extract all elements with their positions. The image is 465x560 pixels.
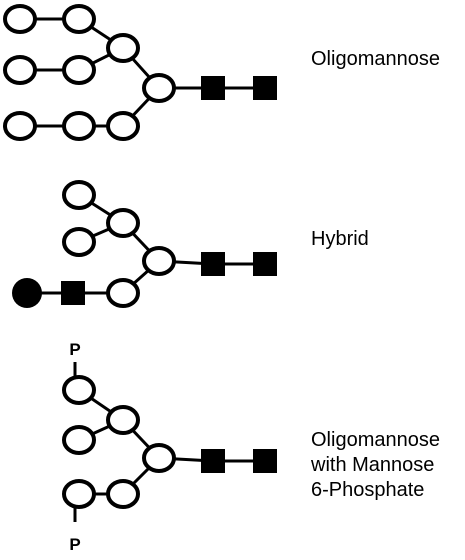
oligomannose-mannose-circle-a3: [106, 33, 140, 63]
oligomannose-mannose-circle-a2: [62, 4, 96, 34]
hybrid-mannose-circle-d3: [106, 278, 140, 308]
oligomannose-glcnac-square-g2: [253, 76, 277, 100]
oligomannose-label-line-1: Oligomannose: [311, 48, 440, 70]
hybrid-mannose-circle-a3: [106, 208, 140, 238]
oligomannose-mannose-circle-d2: [62, 111, 96, 141]
m6p-label-line-3: 6-Phosphate: [311, 479, 425, 501]
hybrid-mannose-circle-a1: [62, 180, 96, 210]
oligomannose-mannose-circle-b1: [3, 55, 37, 85]
hybrid-glcnac-square-gn: [61, 281, 85, 305]
hybrid-mannose-circle-b2: [62, 227, 96, 257]
hybrid-label: Hybrid: [311, 227, 369, 252]
m6p-mannose-circle-d3: [106, 479, 140, 509]
m6p-mannose-circle-d2: [62, 479, 96, 509]
hybrid-glcnac-square-g2: [253, 252, 277, 276]
oligomannose-glcnac-square-g1: [201, 76, 225, 100]
m6p-glcnac-square-g2: [253, 449, 277, 473]
hybrid-label-line-1: Hybrid: [311, 228, 369, 250]
oligomannose-mannose-circle-c: [142, 73, 176, 103]
m6p-glcnac-square-g1: [201, 449, 225, 473]
oligomannose-label: Oligomannose: [311, 47, 440, 72]
oligomannose-mannose-circle-b2: [62, 55, 96, 85]
phosphate-label-bottom: P: [69, 535, 81, 554]
phosphate-label-top: P: [69, 340, 81, 359]
m6p-mannose-circle-c: [142, 443, 176, 473]
hybrid-glcnac-square-g1: [201, 252, 225, 276]
m6p-mannose-circle-b2: [62, 425, 96, 455]
m6p-mannose-circle-a3: [106, 405, 140, 435]
oligomannose-mannose-circle-d3: [106, 111, 140, 141]
m6p-label-line-1: Oligomannose: [311, 429, 440, 451]
oligomannose-mannose-circle-d1: [3, 111, 37, 141]
hybrid-mannose-circle-c: [142, 246, 176, 276]
hybrid-galactose-circle-gal: [12, 278, 42, 308]
oligomannose-mannose-circle-a1: [3, 4, 37, 34]
mannose-6-phosphate-label: Oligomannose with Mannose 6-Phosphate: [311, 428, 440, 503]
m6p-mannose-circle-a1: [62, 375, 96, 405]
m6p-label-line-2: with Mannose: [311, 454, 435, 476]
